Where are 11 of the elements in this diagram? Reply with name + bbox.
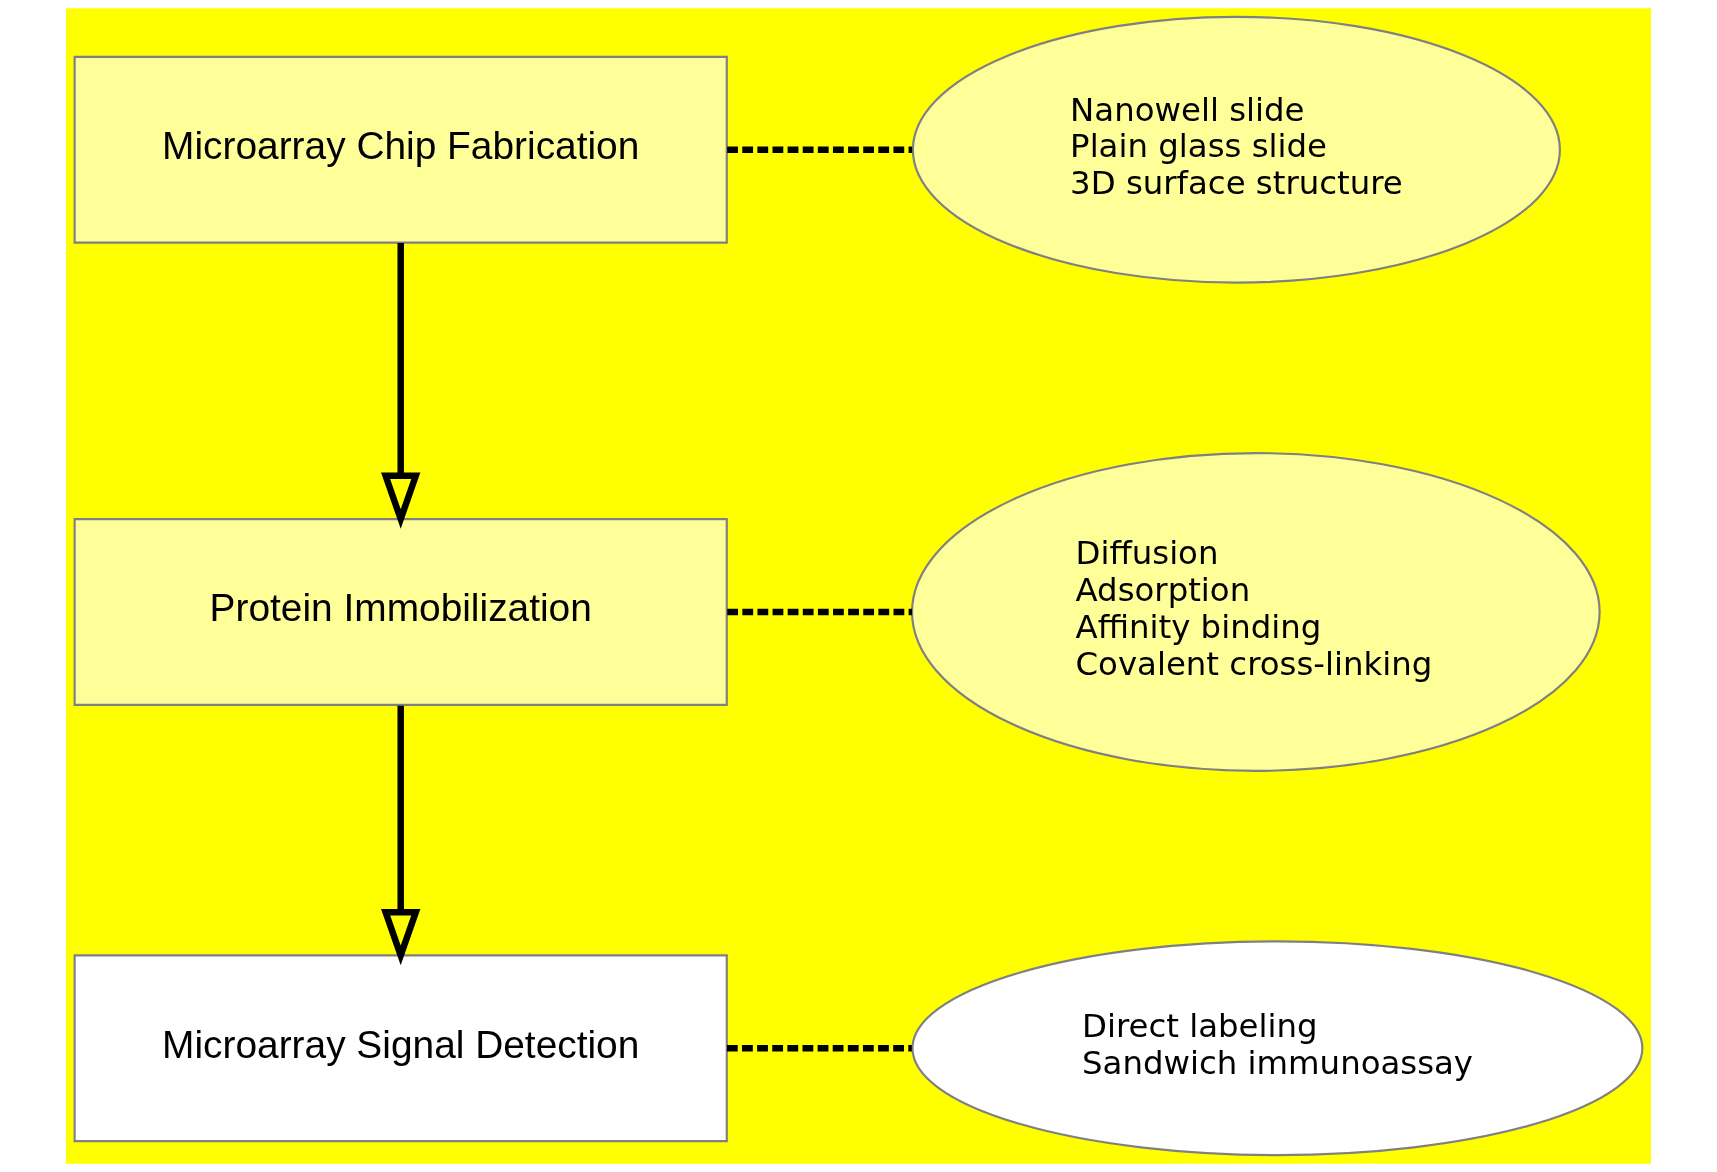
node-ellipse: Nanowell slide Plain glass slide 3D surface structure bbox=[911, 15, 1561, 284]
connector bbox=[727, 608, 913, 616]
arrow bbox=[381, 242, 421, 529]
node-ellipse: Direct labeling Sandwich immunoassay bbox=[911, 940, 1644, 1157]
arrow bbox=[381, 705, 421, 966]
connector bbox=[727, 146, 913, 153]
connector bbox=[726, 1045, 912, 1052]
node-ellipse: Diffusion Adsorption Affinity binding Covalent cross-linking bbox=[910, 452, 1601, 772]
node-box: Microarray Signal Detection bbox=[73, 954, 728, 1143]
node-box: Microarray Chip Fabrication bbox=[73, 55, 728, 244]
node-box: Protein Immobilization bbox=[73, 518, 728, 706]
